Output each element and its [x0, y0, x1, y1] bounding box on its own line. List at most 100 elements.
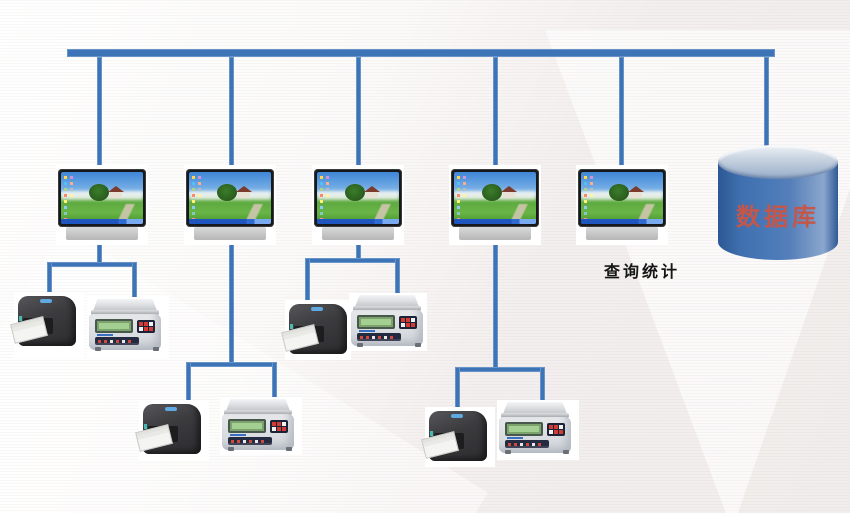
bus-drop-workstation-2 — [229, 57, 234, 172]
scale-key-row-buttons — [360, 336, 363, 339]
printer-4-photo — [421, 407, 495, 467]
scale-key-row — [505, 440, 549, 448]
workstation-5-photo — [576, 165, 668, 245]
stem-workstation-1 — [97, 238, 102, 264]
wallpaper-tree — [89, 184, 109, 201]
scale-keypad-buttons — [272, 422, 276, 426]
branch-workstation-3 — [305, 258, 400, 263]
scale-rim — [91, 310, 159, 315]
database-cylinder-icon: 数据库 — [718, 145, 838, 277]
monitor-stand-base — [586, 227, 658, 240]
wallpaper-tree — [482, 184, 502, 201]
computer-monitor-icon — [449, 165, 541, 245]
bus-drop-database — [764, 57, 769, 152]
scale-platter — [355, 295, 419, 307]
drop-scale-3 — [395, 258, 400, 296]
wallpaper-tree — [345, 184, 365, 201]
workstation-1-photo — [56, 165, 148, 245]
wallpaper-house-roof — [501, 186, 517, 192]
branch-workstation-4 — [455, 367, 545, 372]
scale-feet — [415, 343, 421, 347]
monitor-stand-base — [322, 227, 394, 240]
scale-brand-mark — [507, 437, 523, 439]
computer-monitor-icon — [576, 165, 668, 245]
printer-led — [430, 431, 433, 436]
desktop-icons — [457, 176, 460, 179]
scale-lcd — [97, 321, 131, 331]
wallpaper-house-roof — [628, 186, 644, 192]
monitor-bezel — [314, 169, 402, 227]
computer-monitor-icon — [184, 165, 276, 245]
scale-key-row — [357, 333, 401, 341]
bus-drop-workstation-3 — [356, 57, 361, 172]
scale-feet — [153, 347, 159, 351]
workstation-4-photo — [449, 165, 541, 245]
monitor-stand-base — [459, 227, 531, 240]
branch-workstation-1 — [47, 262, 137, 267]
desktop-icons — [192, 176, 195, 179]
query-statistics-caption: 查询统计 — [604, 264, 681, 281]
wallpaper-house-roof — [236, 186, 252, 192]
monitor-stand-base — [66, 227, 138, 240]
scale-rim — [501, 413, 569, 418]
monitor-screen — [61, 172, 143, 224]
computer-monitor-icon — [56, 165, 148, 245]
wallpaper-house — [630, 192, 642, 198]
taskbar — [189, 219, 271, 224]
scale-3-photo — [349, 293, 427, 351]
drop-scale-1 — [132, 262, 137, 300]
scale-keypad-buttons — [401, 318, 405, 322]
branch-workstation-2 — [186, 362, 277, 367]
monitor-bezel — [58, 169, 146, 227]
taskbar — [454, 219, 536, 224]
monitor-screen — [454, 172, 536, 224]
stem-workstation-4 — [493, 238, 498, 369]
wallpaper-house-roof — [364, 186, 380, 192]
weighing-scale-icon — [220, 397, 298, 455]
scale-brand-mark — [230, 434, 246, 436]
monitor-bezel — [451, 169, 539, 227]
scale-lcd — [230, 421, 264, 431]
workstation-3-photo — [312, 165, 404, 245]
wallpaper-house — [110, 192, 122, 198]
label-printer-icon — [281, 300, 349, 358]
workstation-2-photo — [184, 165, 276, 245]
wallpaper-house — [238, 192, 250, 198]
printer-led — [290, 324, 293, 329]
desktop-icons — [584, 176, 587, 179]
printer-led — [19, 316, 22, 321]
bus-drop-workstation-4 — [493, 57, 498, 172]
desktop-icons — [320, 176, 323, 179]
printer-2-photo — [135, 400, 209, 460]
stem-workstation-3 — [356, 238, 361, 260]
scale-brand-mark — [97, 334, 113, 336]
monitor-bezel — [186, 169, 274, 227]
scale-key-row — [228, 437, 272, 445]
weighing-scale-icon — [349, 293, 427, 351]
scale-feet — [563, 450, 569, 454]
weighing-scale-icon — [497, 400, 575, 458]
printer-logo — [165, 407, 177, 411]
bus-drop-workstation-5 — [619, 57, 624, 172]
wallpaper-tree — [217, 184, 237, 201]
scale-keypad-buttons — [139, 322, 143, 326]
scale-platter — [503, 402, 567, 414]
scale-key-row-buttons — [231, 440, 234, 443]
monitor-stand-base — [194, 227, 266, 240]
drop-printer-2 — [186, 362, 191, 404]
computer-monitor-icon — [312, 165, 404, 245]
scale-key-row — [95, 337, 139, 345]
database-label: 数据库 — [736, 205, 820, 231]
wallpaper-house — [366, 192, 378, 198]
drop-printer-1 — [47, 262, 52, 296]
monitor-screen — [317, 172, 399, 224]
wallpaper-house-roof — [108, 186, 124, 192]
drop-printer-3 — [305, 258, 310, 304]
taskbar — [61, 219, 143, 224]
wallpaper-tree — [609, 184, 629, 201]
printer-3-photo — [281, 300, 351, 360]
scale-keypad-buttons — [549, 425, 553, 429]
wallpaper-house — [503, 192, 515, 198]
monitor-bezel — [578, 169, 666, 227]
